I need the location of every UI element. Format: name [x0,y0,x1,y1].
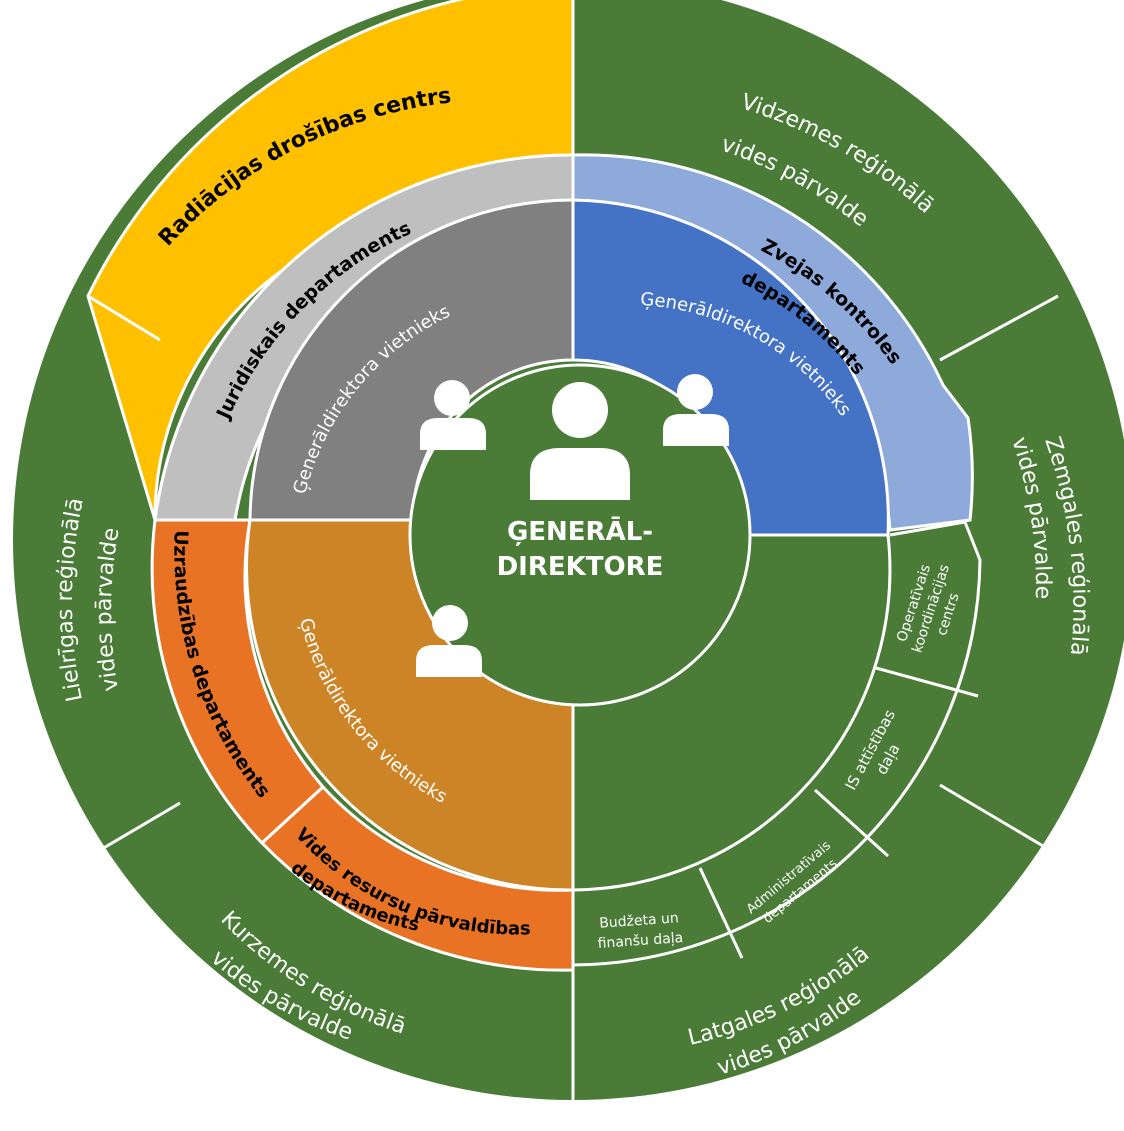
person-icon [416,605,482,677]
person-icon [420,380,486,450]
center-label-line1: ĢENERĀL- [507,515,653,547]
lower-right-divisions [572,520,982,967]
svg-text:Budžeta un: Budžeta un [599,910,680,932]
person-icon [530,382,630,500]
svg-text:finanšu daļa: finanšu daļa [597,930,684,952]
segment-vides-resursu[interactable] [259,784,575,972]
person-icon [663,374,729,446]
label-budzeta: Budžeta un finanšu daļa [597,910,684,952]
center-circle[interactable] [408,363,752,707]
center-label-line2: DIREKTORE [497,552,664,582]
